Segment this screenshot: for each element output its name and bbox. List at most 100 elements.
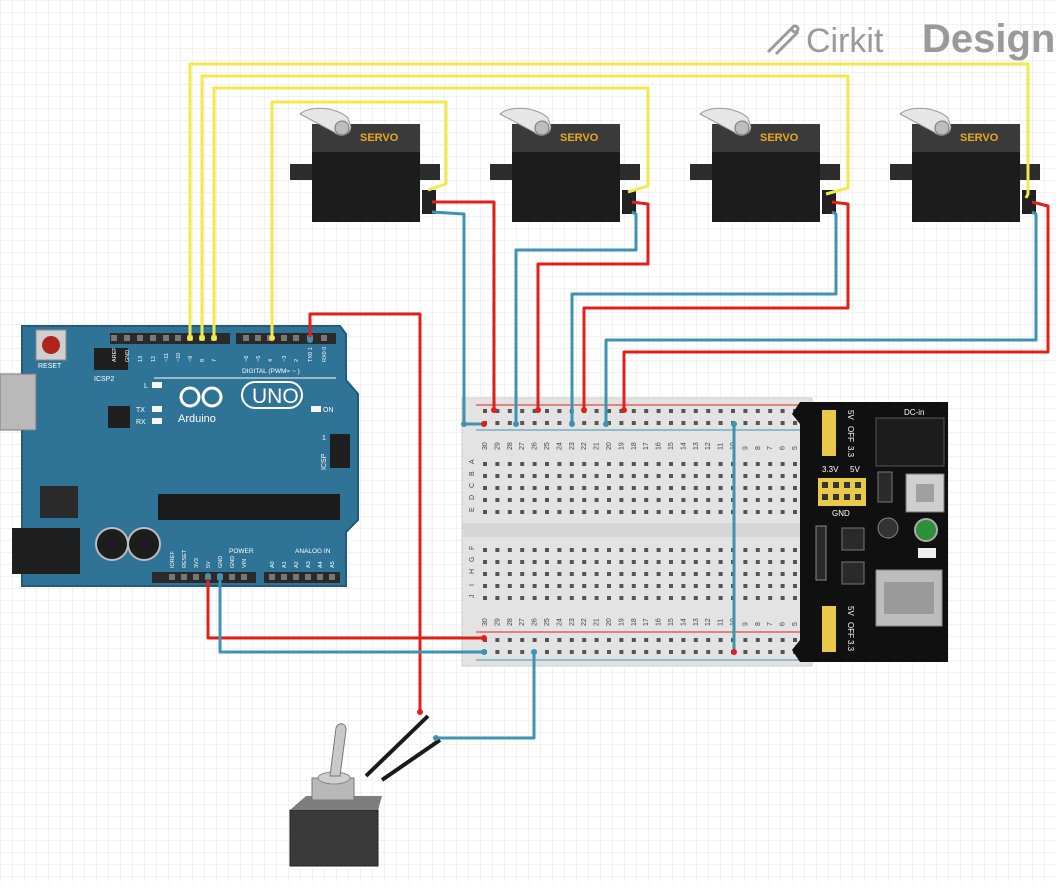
terminal-hole[interactable] (793, 498, 797, 502)
terminal-hole[interactable] (557, 572, 562, 576)
terminal-hole[interactable] (507, 572, 512, 576)
terminal-hole[interactable] (557, 486, 562, 490)
header-pin[interactable] (175, 335, 181, 341)
terminal-hole[interactable] (755, 560, 760, 564)
terminal-hole[interactable] (619, 462, 624, 466)
rail-hole[interactable] (793, 638, 797, 642)
rail-hole[interactable] (607, 409, 611, 413)
jumper-top[interactable] (822, 410, 836, 456)
terminal-hole[interactable] (532, 486, 537, 490)
terminal-hole[interactable] (483, 572, 487, 576)
rail-hole[interactable] (669, 421, 673, 425)
terminal-hole[interactable] (483, 548, 487, 552)
terminal-hole[interactable] (644, 548, 649, 552)
terminal-hole[interactable] (594, 572, 599, 576)
terminal-hole[interactable] (681, 584, 686, 588)
terminal-hole[interactable] (532, 498, 537, 502)
header-pin[interactable] (293, 335, 299, 341)
rail-hole[interactable] (532, 409, 537, 413)
terminal-hole[interactable] (532, 510, 537, 514)
rail-hole[interactable] (507, 638, 512, 642)
terminal-hole[interactable] (656, 596, 661, 600)
terminal-hole[interactable] (644, 560, 649, 564)
terminal-hole[interactable] (681, 462, 686, 466)
terminal-hole[interactable] (718, 596, 723, 600)
terminal-hole[interactable] (557, 560, 562, 564)
module-header-pin[interactable] (833, 482, 839, 488)
terminal-hole[interactable] (594, 462, 599, 466)
terminal-hole[interactable] (793, 510, 797, 514)
terminal-hole[interactable] (755, 572, 760, 576)
jumper-bottom[interactable] (822, 606, 836, 652)
terminal-hole[interactable] (582, 498, 587, 502)
terminal-hole[interactable] (681, 498, 686, 502)
terminal-hole[interactable] (545, 486, 549, 490)
terminal-hole[interactable] (569, 510, 574, 514)
rail-hole[interactable] (520, 638, 525, 642)
terminal-hole[interactable] (693, 548, 698, 552)
terminal-hole[interactable] (631, 584, 636, 588)
rail-hole[interactable] (507, 409, 512, 413)
terminal-hole[interactable] (793, 572, 797, 576)
terminal-hole[interactable] (780, 462, 785, 466)
terminal-hole[interactable] (545, 560, 549, 564)
terminal-hole[interactable] (557, 584, 562, 588)
rail-hole[interactable] (693, 650, 698, 654)
rail-hole[interactable] (495, 650, 500, 654)
module-header-pin[interactable] (855, 482, 861, 488)
rail-hole[interactable] (780, 638, 785, 642)
terminal-hole[interactable] (507, 596, 512, 600)
terminal-hole[interactable] (520, 584, 525, 588)
rail-hole[interactable] (582, 638, 587, 642)
rail-hole[interactable] (594, 638, 599, 642)
terminal-hole[interactable] (681, 560, 686, 564)
rail-hole[interactable] (768, 409, 773, 413)
terminal-hole[interactable] (545, 584, 549, 588)
terminal-hole[interactable] (718, 548, 723, 552)
terminal-hole[interactable] (532, 548, 537, 552)
terminal-hole[interactable] (669, 584, 673, 588)
terminal-hole[interactable] (669, 474, 673, 478)
terminal-hole[interactable] (656, 548, 661, 552)
terminal-hole[interactable] (693, 510, 698, 514)
terminal-hole[interactable] (557, 462, 562, 466)
terminal-hole[interactable] (743, 486, 748, 490)
terminal-hole[interactable] (594, 560, 599, 564)
rail-hole[interactable] (557, 650, 562, 654)
terminal-hole[interactable] (681, 572, 686, 576)
terminal-hole[interactable] (507, 548, 512, 552)
rail-hole[interactable] (545, 409, 549, 413)
header-pin[interactable] (321, 335, 327, 341)
rail-hole[interactable] (532, 421, 537, 425)
rail-hole[interactable] (631, 650, 636, 654)
rail-hole[interactable] (731, 409, 735, 413)
terminal-hole[interactable] (755, 596, 760, 600)
terminal-hole[interactable] (768, 510, 773, 514)
rail-hole[interactable] (507, 650, 512, 654)
terminal-hole[interactable] (669, 510, 673, 514)
terminal-hole[interactable] (644, 498, 649, 502)
terminal-hole[interactable] (706, 474, 711, 478)
rail-hole[interactable] (532, 638, 537, 642)
terminal-hole[interactable] (693, 596, 698, 600)
toggle-lever[interactable] (329, 723, 347, 777)
rail-hole[interactable] (607, 421, 611, 425)
terminal-hole[interactable] (520, 474, 525, 478)
terminal-hole[interactable] (545, 548, 549, 552)
terminal-hole[interactable] (594, 498, 599, 502)
terminal-hole[interactable] (718, 486, 723, 490)
terminal-hole[interactable] (743, 584, 748, 588)
terminal-hole[interactable] (569, 560, 574, 564)
rail-hole[interactable] (582, 650, 587, 654)
terminal-hole[interactable] (743, 474, 748, 478)
terminal-hole[interactable] (706, 596, 711, 600)
header-pin[interactable] (281, 335, 287, 341)
module-header-pin[interactable] (833, 494, 839, 500)
terminal-hole[interactable] (520, 572, 525, 576)
terminal-hole[interactable] (607, 510, 611, 514)
analog-header-pin[interactable] (281, 574, 287, 580)
servo-motor[interactable]: SERVO (490, 107, 640, 222)
terminal-hole[interactable] (507, 462, 512, 466)
terminal-hole[interactable] (656, 462, 661, 466)
